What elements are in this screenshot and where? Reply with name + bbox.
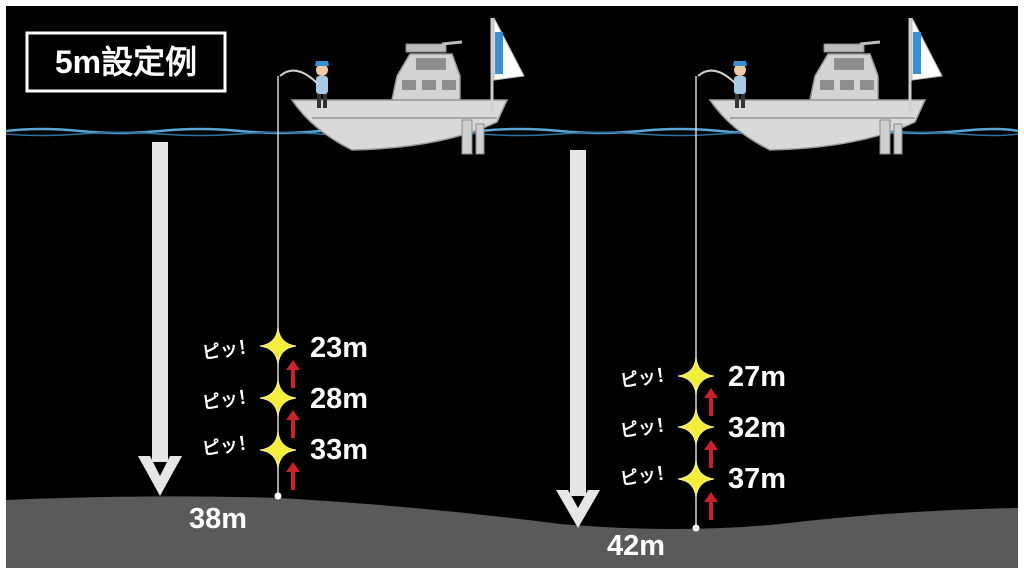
fishing-rod-left <box>279 69 319 85</box>
fishing-rod-right <box>697 69 737 85</box>
signal-depth: 27m <box>728 361 786 393</box>
seabed <box>6 496 1018 568</box>
down-arrow-icon <box>152 142 168 462</box>
signal-depth: 32m <box>728 412 786 444</box>
signal-depth: 33m <box>310 434 368 466</box>
descent-arrow-left <box>138 142 182 496</box>
signal-depth: 28m <box>310 383 368 415</box>
descent-arrow-right <box>556 150 600 528</box>
title: 5m設定例 <box>55 44 197 80</box>
bottom-depth-left: 38m <box>189 503 247 535</box>
down-arrow-icon <box>570 150 586 496</box>
signal-item: ピッ！ 37m <box>619 460 786 520</box>
signal-depth: 23m <box>310 332 368 364</box>
bottom-depth-right: 42m <box>607 530 665 562</box>
sinker-right <box>692 524 700 532</box>
signal-depth: 37m <box>728 463 786 495</box>
sinker-left <box>274 492 282 500</box>
title-box: 5m設定例 <box>25 31 227 93</box>
